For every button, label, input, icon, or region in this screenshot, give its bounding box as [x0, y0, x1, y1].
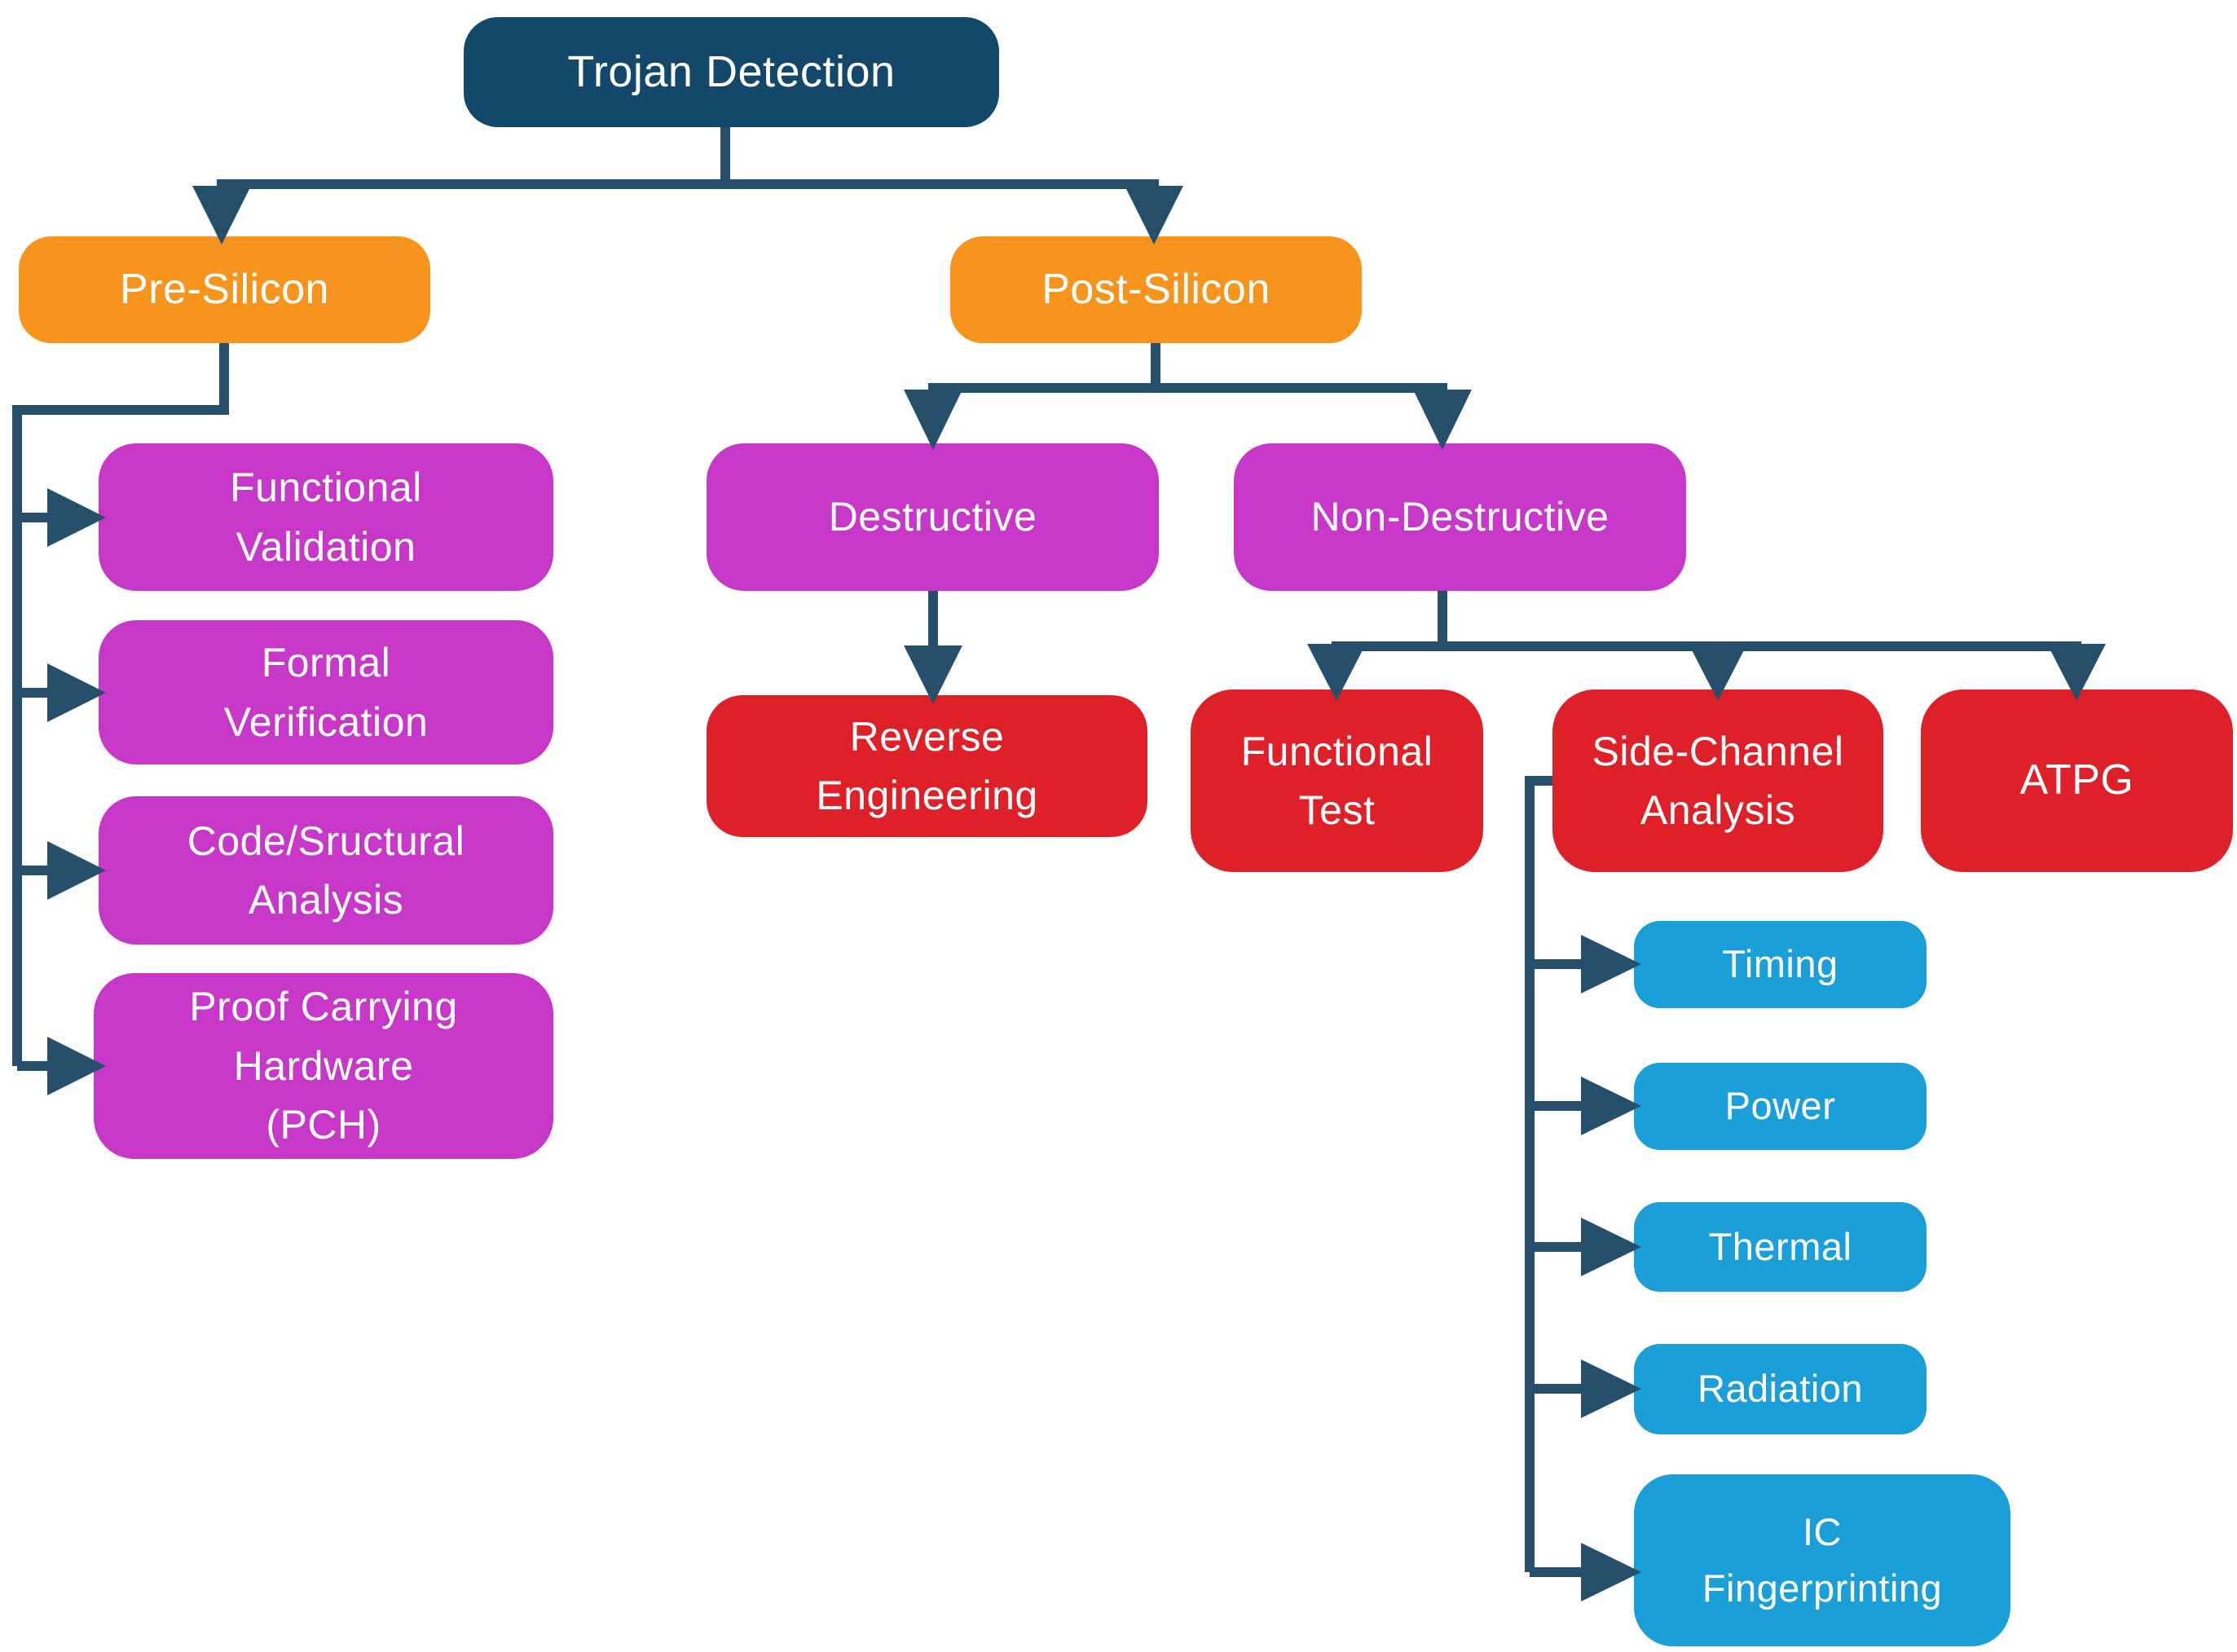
node-code-structural-analysis: Code/Sructural Analysis — [99, 796, 553, 945]
node-radiation: Radiation — [1634, 1344, 1927, 1434]
node-power: Power — [1634, 1063, 1927, 1150]
arrow-to-destructive — [904, 390, 962, 450]
connector-destructive-children — [904, 591, 962, 704]
node-pre-silicon: Pre-Silicon — [19, 236, 430, 343]
node-timing: Timing — [1634, 921, 1927, 1008]
arrow-to-functional-validation — [47, 488, 106, 547]
node-atpg: ATPG — [1921, 689, 2233, 872]
arrow-to-radiation — [1581, 1359, 1641, 1418]
arrow-to-power — [1581, 1077, 1641, 1135]
connector-side-channel-children — [1525, 776, 1641, 1601]
node-proof-carrying-hardware: Proof Carrying Hardware (PCH) — [94, 973, 553, 1159]
arrow-to-timing — [1581, 935, 1641, 993]
node-thermal: Thermal — [1634, 1202, 1927, 1292]
node-trojan-detection: Trojan Detection — [464, 17, 999, 127]
arrow-to-non-destructive — [1413, 390, 1472, 450]
node-functional-test: Functional Test — [1191, 689, 1483, 872]
node-side-channel-analysis: Side-Channel Analysis — [1552, 689, 1883, 872]
node-formal-verification: Formal Verification — [99, 620, 553, 764]
node-non-destructive: Non-Destructive — [1234, 443, 1686, 591]
node-post-silicon: Post-Silicon — [950, 236, 1362, 343]
arrow-to-code-structural — [47, 841, 106, 900]
arrow-to-formal-verification — [47, 663, 106, 722]
node-destructive: Destructive — [707, 443, 1159, 591]
arrow-to-thermal — [1581, 1218, 1641, 1276]
node-functional-validation: Functional Validation — [99, 443, 553, 591]
node-ic-fingerprinting: IC Fingerprinting — [1634, 1474, 2010, 1646]
node-reverse-engineering: Reverse Engineering — [707, 695, 1147, 837]
connector-trojan-to-silicon — [192, 127, 1183, 244]
connector-non-destructive-children — [1307, 591, 2106, 701]
connector-post-silicon-children — [904, 343, 1472, 450]
arrow-to-ic-fingerprinting — [1581, 1543, 1641, 1601]
